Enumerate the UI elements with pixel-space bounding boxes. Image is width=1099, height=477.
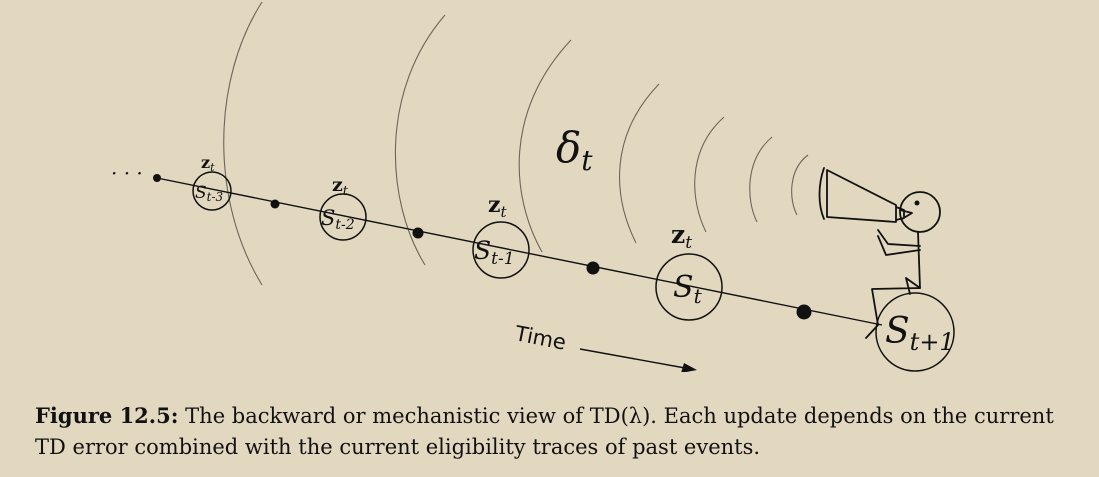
trajectory-line xyxy=(156,177,883,326)
wave-arc-1 xyxy=(223,1,263,286)
state-circle-t-1 xyxy=(472,221,530,279)
wave-arc-5 xyxy=(694,116,725,233)
state-label-t+1: St+1 xyxy=(885,311,955,356)
wave-arc-4 xyxy=(618,83,660,244)
trace-labels: zt zt zt zt xyxy=(201,153,692,253)
trajectory: · · · xyxy=(111,161,883,326)
wave-arc-7 xyxy=(791,154,809,216)
state-label-t-1: St-1 xyxy=(474,236,515,269)
td-lambda-backward-view-diagram: · · · St-3 St-2 St-1 St St+1 zt xyxy=(111,1,955,372)
head-mouth xyxy=(899,209,913,220)
caption-label: Figure 12.5: xyxy=(35,403,179,428)
state-circle-t+1 xyxy=(875,292,955,372)
trajectory-dot xyxy=(153,174,161,182)
figure-torso xyxy=(877,229,921,289)
megaphone-figure xyxy=(818,167,941,339)
state-circle-t-3 xyxy=(192,171,232,211)
leading-ellipsis: · · · xyxy=(111,161,143,185)
megaphone-icon xyxy=(818,167,905,223)
caption-text: The backward or mechanistic view of TD(λ… xyxy=(35,404,1054,459)
wave-arc-2 xyxy=(394,14,446,266)
td-error-label: δt xyxy=(556,123,593,177)
trace-label-t-1: zt xyxy=(488,192,508,221)
state-label-t: St xyxy=(673,270,703,308)
trajectory-dot xyxy=(796,304,812,320)
trajectory-dot xyxy=(270,199,280,209)
trace-label-t-2: zt xyxy=(332,174,349,199)
wave-arc-6 xyxy=(749,136,773,223)
time-arrow: Time xyxy=(512,321,697,372)
state-circle-t xyxy=(655,253,723,321)
state-circle-t-2 xyxy=(319,193,367,241)
head-icon xyxy=(899,191,941,233)
wave-arc-3 xyxy=(518,39,572,253)
state-label-t-3: St-3 xyxy=(195,183,224,204)
trace-label-t-3: zt xyxy=(201,153,215,174)
broadcast-waves xyxy=(223,1,809,286)
figure-caption: Figure 12.5: The backward or mechanistic… xyxy=(35,400,1075,463)
head-eye xyxy=(914,200,920,206)
trajectory-dot xyxy=(412,227,424,239)
time-arrow-shaft xyxy=(579,348,686,369)
trajectory-dot xyxy=(586,261,600,275)
figure-legs xyxy=(865,277,921,339)
trace-label-t: zt xyxy=(671,220,692,253)
state-label-t-2: St-2 xyxy=(321,206,355,233)
time-label: Time xyxy=(512,321,568,355)
state-nodes: St-3 St-2 St-1 St St+1 xyxy=(192,171,955,372)
time-arrow-head xyxy=(681,363,697,372)
